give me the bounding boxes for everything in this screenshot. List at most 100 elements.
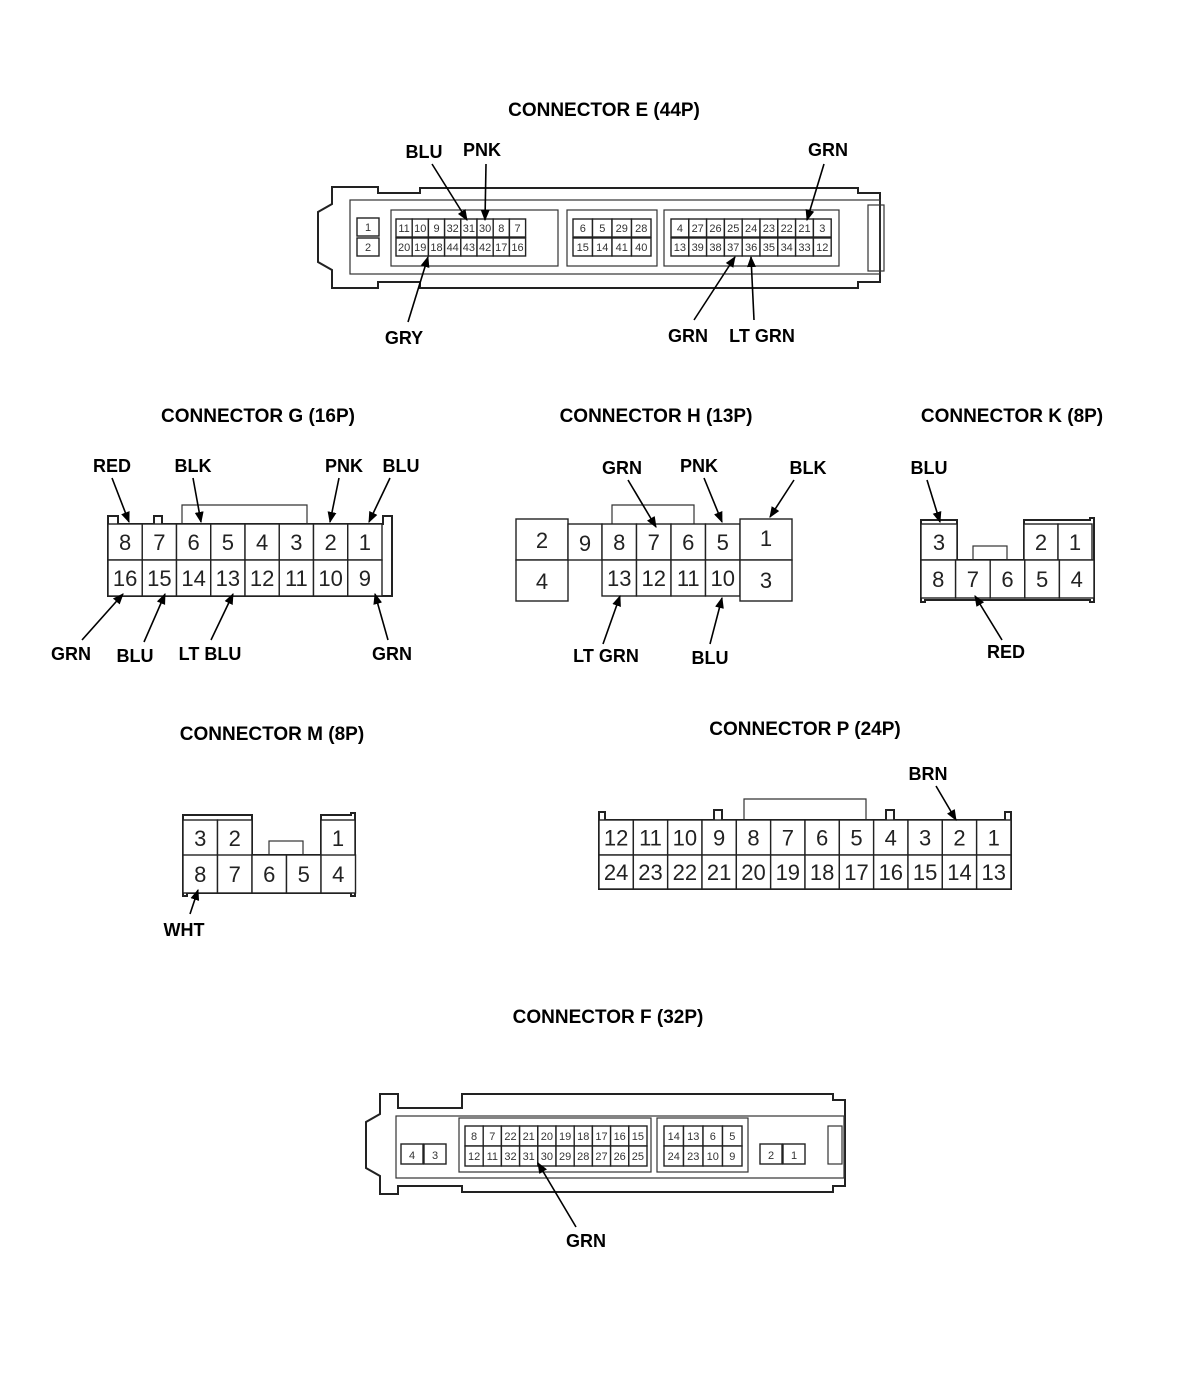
pin-cavity bbox=[508, 237, 527, 257]
pin-cavity bbox=[635, 559, 672, 597]
pin-number: 44 bbox=[447, 242, 459, 254]
pin-number: 1 bbox=[359, 530, 371, 555]
pin-number: 7 bbox=[782, 826, 794, 851]
pin-cavity bbox=[670, 559, 707, 597]
pin-number: 15 bbox=[147, 566, 171, 591]
pin-number: 1 bbox=[1069, 530, 1081, 555]
label-m-wht: WHT bbox=[164, 920, 205, 940]
connector-f-title: CONNECTOR F (32P) bbox=[513, 1007, 704, 1028]
label-g-grn-right: GRN bbox=[372, 644, 412, 664]
svg-text:4: 4 bbox=[409, 1150, 415, 1162]
label-g-pnk: PNK bbox=[325, 456, 363, 476]
pin-cavity bbox=[630, 218, 652, 238]
pin-cavity bbox=[278, 559, 315, 597]
pin-number: 18 bbox=[577, 1131, 589, 1143]
svg-text:3: 3 bbox=[432, 1150, 438, 1162]
svg-text:9: 9 bbox=[579, 531, 591, 556]
pin-number: 20 bbox=[741, 860, 765, 885]
pin-cavity bbox=[175, 523, 212, 561]
pin-number: 10 bbox=[707, 1151, 719, 1163]
pin-number: 32 bbox=[447, 223, 459, 235]
pin-number: 20 bbox=[541, 1131, 553, 1143]
pin-cavity bbox=[941, 854, 978, 890]
pin-cavity bbox=[941, 819, 978, 856]
pin-number: 4 bbox=[885, 826, 897, 851]
pin-number: 24 bbox=[668, 1151, 680, 1163]
pin-number: 1 bbox=[988, 826, 1000, 851]
pin-number: 31 bbox=[463, 223, 475, 235]
pin-number: 7 bbox=[967, 567, 979, 592]
pin-cavity bbox=[701, 819, 738, 856]
pin-number: 41 bbox=[616, 242, 628, 254]
pin-number: 15 bbox=[632, 1131, 644, 1143]
pin-number: 42 bbox=[479, 242, 491, 254]
pin-cavity bbox=[975, 854, 1012, 890]
pin-number: 24 bbox=[745, 223, 757, 235]
label-p-brn: BRN bbox=[909, 764, 948, 784]
pin-cavity bbox=[598, 854, 635, 890]
pin-cavity bbox=[1058, 559, 1095, 599]
pin-number: 19 bbox=[559, 1131, 571, 1143]
pin-number: 13 bbox=[216, 566, 240, 591]
pin-number: 38 bbox=[709, 242, 721, 254]
pin-number: 25 bbox=[632, 1151, 644, 1163]
pin-number: 37 bbox=[727, 242, 739, 254]
label-e-lt-grn: LT GRN bbox=[729, 326, 795, 346]
pin-number: 2 bbox=[325, 530, 337, 555]
pin-cavity bbox=[954, 559, 991, 599]
connector-f-group-1 bbox=[458, 1117, 652, 1173]
pin-number: 1 bbox=[332, 826, 344, 851]
pin-number: 2 bbox=[1035, 530, 1047, 555]
pin-number: 15 bbox=[577, 242, 589, 254]
pin-number: 31 bbox=[523, 1151, 535, 1163]
pin-number: 8 bbox=[747, 826, 759, 851]
pin-number: 11 bbox=[639, 826, 662, 851]
pin-number: 16 bbox=[113, 566, 137, 591]
pin-cavity bbox=[182, 819, 219, 857]
pin-number: 40 bbox=[635, 242, 647, 254]
pin-number: 2 bbox=[953, 826, 965, 851]
pin-number: 16 bbox=[614, 1131, 626, 1143]
pin-number: 22 bbox=[781, 223, 793, 235]
pin-number: 9 bbox=[729, 1151, 735, 1163]
pin-number: 12 bbox=[250, 566, 274, 591]
pin-number: 34 bbox=[781, 242, 793, 254]
pin-number: 6 bbox=[710, 1131, 716, 1143]
pin-number: 11 bbox=[677, 566, 700, 591]
pin-number: 13 bbox=[607, 566, 631, 591]
pin-number: 10 bbox=[711, 566, 735, 591]
connector-e-latch bbox=[867, 204, 885, 272]
label-e-pnk: PNK bbox=[463, 140, 501, 160]
pin-number: 3 bbox=[919, 826, 931, 851]
pin-number: 17 bbox=[595, 1131, 607, 1143]
pin-number: 6 bbox=[1001, 567, 1013, 592]
pin-number: 9 bbox=[359, 566, 371, 591]
pin-number: 26 bbox=[709, 223, 721, 235]
pin-cavity bbox=[320, 819, 356, 857]
pin-number: 5 bbox=[850, 826, 862, 851]
pin-number: 39 bbox=[692, 242, 704, 254]
pin-number: 13 bbox=[687, 1131, 699, 1143]
connector-g-title: CONNECTOR G (16P) bbox=[161, 406, 355, 427]
pin-number: 7 bbox=[153, 530, 165, 555]
pin-number: 7 bbox=[514, 223, 520, 235]
pin-number: 29 bbox=[616, 223, 628, 235]
label-e-blu: BLU bbox=[406, 142, 443, 162]
pin-number: 23 bbox=[763, 223, 775, 235]
pin-number: 13 bbox=[982, 860, 1006, 885]
pin-number: 27 bbox=[692, 223, 704, 235]
connector-e-group-1 bbox=[390, 209, 559, 267]
label-h-grn: GRN bbox=[602, 458, 642, 478]
pin-cavity bbox=[812, 218, 832, 238]
pin-number: 5 bbox=[599, 223, 605, 235]
pin-number: 3 bbox=[933, 530, 945, 555]
pin-number: 4 bbox=[677, 223, 683, 235]
pin-number: 14 bbox=[181, 566, 205, 591]
pin-number: 18 bbox=[430, 242, 442, 254]
